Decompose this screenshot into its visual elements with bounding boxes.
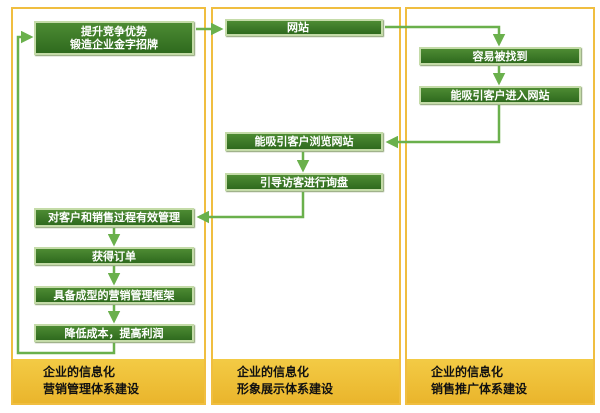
column-marketing-management: 企业的信息化 营销管理体系建设 [11, 7, 206, 405]
box-attract-visit: 能吸引客户进入网站 [419, 86, 581, 104]
footer-line-2: 形象展示体系建设 [237, 382, 334, 396]
box-marketing-framework: 具备成型的营销管理框架 [34, 286, 194, 304]
box-manage-customers-sales: 对客户和销售过程有效管理 [34, 208, 194, 227]
column-sales-promotion: 企业的信息化 销售推广体系建设 [405, 7, 595, 405]
box-guide-inquiry: 引导访客进行询盘 [225, 173, 383, 191]
box-website: 网站 [225, 19, 383, 36]
footer-line-1: 企业的信息化 [431, 365, 504, 379]
footer-line-1: 企业的信息化 [237, 365, 310, 379]
footer-line-2: 营销管理体系建设 [43, 382, 140, 396]
box-attract-browsing: 能吸引客户浏览网站 [225, 132, 383, 151]
footer-line-1: 企业的信息化 [43, 365, 116, 379]
column-footer: 企业的信息化 形象展示体系建设 [213, 359, 399, 403]
box-get-orders: 获得订单 [34, 247, 194, 265]
footer-line-2: 销售推广体系建设 [431, 382, 528, 396]
box-reduce-cost-increase-profit: 降低成本，提高利润 [34, 324, 194, 342]
column-footer: 企业的信息化 营销管理体系建设 [13, 359, 204, 403]
box-easy-to-find: 容易被找到 [419, 47, 581, 65]
column-footer: 企业的信息化 销售推广体系建设 [407, 359, 593, 403]
column-image-display: 企业的信息化 形象展示体系建设 [211, 7, 401, 405]
box-enhance-competitiveness: 提升竞争优势 锻造企业金字招牌 [34, 21, 194, 55]
